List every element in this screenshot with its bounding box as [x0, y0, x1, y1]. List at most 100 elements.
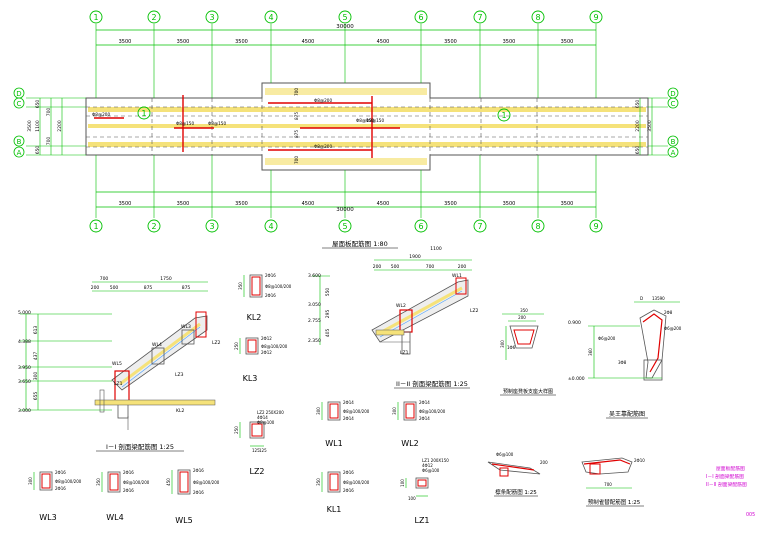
row-axis-bubble-left [13, 146, 25, 158]
beam-label: WL3 [39, 513, 56, 522]
axis-bubble-top [414, 10, 428, 24]
svg-text:LZ2 250X200: LZ2 250X200 [257, 410, 284, 415]
eave-detail: 700 2Φ10 预制雀替配筋图 1:25 [581, 457, 645, 507]
mid-dims: 700 875 875 700 [294, 88, 299, 164]
svg-text:875: 875 [294, 112, 299, 120]
span-dim-top: 4500 [377, 39, 390, 45]
svg-text:500: 500 [391, 264, 400, 270]
row-axis-label-left: A [17, 149, 22, 157]
svg-text:100: 100 [408, 496, 416, 501]
svg-text:Φ8@200: Φ8@200 [92, 112, 110, 117]
svg-text:2200: 2200 [57, 120, 63, 132]
eave-title: 预制雀替配筋图 1:25 [588, 498, 641, 506]
axis-bubble-top [338, 10, 352, 24]
axis-bubble-top [531, 10, 545, 24]
row-axis-bubble-right [667, 146, 679, 158]
svg-text:2Φ14: 2Φ14 [343, 416, 354, 421]
axis-label-top: 9 [593, 13, 598, 22]
row-axis-bubble-right [667, 97, 679, 109]
column-lz1: LZ1 200X150 4Φ12 Φ6@100 100 100 LZ1 [400, 458, 449, 525]
svg-text:3.650: 3.650 [18, 379, 31, 385]
svg-text:LZ2: LZ2 [212, 340, 221, 346]
svg-text:350: 350 [316, 478, 321, 486]
svg-text:875: 875 [294, 130, 299, 138]
purlin-detail: Φ6@100 200 檩条配筋图 1:25 [487, 452, 548, 497]
slab-strip-top [88, 107, 646, 112]
support-title: 预制座凳板支座大样图 [503, 388, 553, 395]
axis-bubble-bottom [338, 219, 352, 233]
svg-text:KL2: KL2 [176, 408, 184, 414]
page-number: 005 [746, 512, 755, 518]
right-dims: 650 2200 650 3500 [635, 100, 653, 155]
beam-label: WL5 [175, 516, 192, 525]
beam-label: KL1 [327, 505, 342, 514]
zone-marker-left [137, 106, 151, 120]
svg-text:Φ8@100/200: Φ8@100/200 [193, 480, 220, 485]
beam-label: KL2 [247, 313, 262, 322]
svg-text:613: 613 [33, 326, 39, 335]
svg-text:550: 550 [325, 288, 331, 297]
svg-text:2Φ16: 2Φ16 [123, 488, 134, 493]
svg-text:2.350: 2.350 [308, 338, 321, 344]
svg-text:125: 125 [259, 448, 267, 453]
svg-text:3.600: 3.600 [308, 273, 321, 279]
svg-text:1100: 1100 [430, 246, 442, 252]
svg-text:0.900: 0.900 [568, 320, 581, 326]
svg-text:2Φ16: 2Φ16 [193, 468, 204, 473]
axis-label-bottom: 9 [593, 222, 598, 231]
beam-label: WL1 [325, 439, 342, 448]
svg-text:2Φ10: 2Φ10 [634, 458, 645, 463]
svg-text:Φ8@100/200: Φ8@100/200 [343, 409, 370, 414]
svg-text:2Φ16: 2Φ16 [343, 488, 354, 493]
svg-text:2Φ12: 2Φ12 [261, 350, 272, 355]
svg-text:Φ6@200: Φ6@200 [598, 336, 616, 341]
svg-text:350: 350 [520, 308, 528, 313]
axis-label-top: 5 [342, 13, 347, 22]
row-axis-label-right: C [671, 100, 676, 108]
zone-marker-right [497, 108, 511, 122]
span-dim-bottom: 3500 [177, 201, 190, 207]
beam-label: WL2 [401, 439, 418, 448]
axis-bubble-bottom [89, 219, 103, 233]
svg-text:300: 300 [316, 407, 321, 415]
svg-text:2Φ16: 2Φ16 [193, 490, 204, 495]
section-2-title: II－II 剖面梁配筋图 1:25 [396, 379, 468, 388]
section-1-drawing [20, 281, 216, 430]
svg-text:700: 700 [294, 156, 299, 164]
svg-text:250: 250 [234, 342, 239, 350]
svg-text:Φ6@100: Φ6@100 [496, 452, 514, 457]
svg-text:1750: 1750 [160, 276, 172, 282]
roof-plan: 1 1 [26, 24, 668, 218]
axis-bubble-bottom [589, 219, 603, 233]
span-dim-bottom: 3500 [503, 201, 516, 207]
svg-text:2Φ16: 2Φ16 [343, 470, 354, 475]
span-dim-top: 4500 [302, 39, 315, 45]
drawing-legend: 屋面板配筋图 I－I 剖面梁配筋图 II－II 剖面梁配筋图 005 [706, 465, 755, 518]
svg-text:875: 875 [144, 285, 153, 291]
svg-text:13590: 13590 [652, 296, 665, 301]
plan-bar-labels: Φ8@200 Φ8@200 Φ8@150 Φ8@150 Φ8@200 Φ8@15… [92, 98, 384, 149]
row-axis-bubble-right [667, 135, 679, 147]
svg-text:Φ8@100/200: Φ8@100/200 [419, 409, 446, 414]
row-axis-bubble-left [13, 135, 25, 147]
slab-strip-bottom [88, 142, 646, 147]
svg-text:2Φ16: 2Φ16 [55, 486, 66, 491]
axis-bubble-top [205, 10, 219, 24]
svg-text:LZ1: LZ1 [114, 381, 123, 387]
svg-text:200: 200 [458, 264, 467, 270]
svg-text:Φ8@100/200: Φ8@100/200 [55, 479, 82, 484]
svg-text:360: 360 [588, 348, 593, 356]
svg-text:500: 500 [110, 285, 119, 291]
svg-text:Φ8@100/200: Φ8@100/200 [123, 480, 150, 485]
svg-text:125: 125 [252, 448, 260, 453]
svg-text:Φ8@150: Φ8@150 [208, 121, 226, 126]
svg-text:2Φ14: 2Φ14 [419, 416, 430, 421]
axis-bubble-bottom [473, 219, 487, 233]
